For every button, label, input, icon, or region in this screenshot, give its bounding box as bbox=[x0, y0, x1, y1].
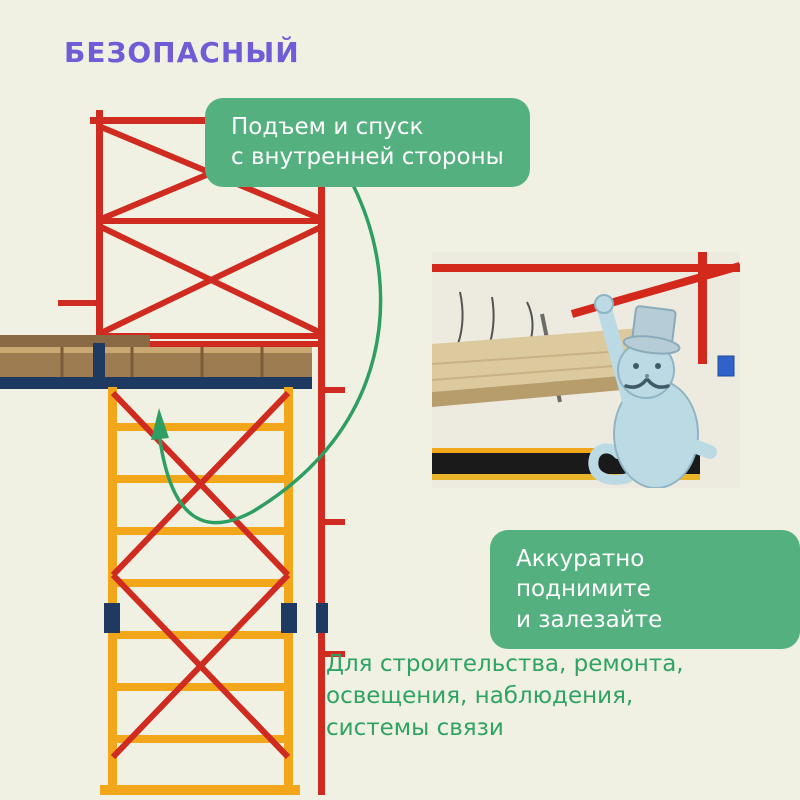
caption-line2: освещения, наблюдения, bbox=[326, 683, 634, 710]
cat-character bbox=[588, 294, 717, 488]
callout-lift-line2: и залезайте bbox=[516, 606, 663, 633]
callout-lift-line1: Аккуратно поднимите bbox=[516, 546, 651, 603]
page-title: БЕЗОПАСНЫЙ bbox=[64, 36, 300, 69]
cat-resting-paw bbox=[671, 433, 717, 459]
scaffold-tower-photo bbox=[0, 110, 345, 795]
clamp bbox=[717, 355, 735, 377]
callout-climb: Подъем и спуск с внутренней стороны bbox=[205, 98, 530, 187]
cat-tail bbox=[588, 443, 633, 485]
callout-lift: Аккуратно поднимите и залезайте bbox=[490, 530, 800, 650]
caption-line1: Для строительства, ремонта, bbox=[326, 651, 684, 677]
scaffold-ladder bbox=[100, 387, 345, 795]
caption-uses: Для строительства, ремонта, освещения, н… bbox=[326, 648, 684, 745]
top-hat bbox=[622, 305, 681, 355]
scaffold-top-frame bbox=[58, 110, 342, 795]
caption-line3: системы связи bbox=[326, 715, 504, 742]
cat-face bbox=[624, 363, 670, 389]
cat-paw bbox=[594, 294, 614, 314]
callout-climb-line2: с внутренней стороны bbox=[231, 144, 504, 171]
scaffold-platform bbox=[0, 335, 322, 389]
platform-closeup-photo bbox=[432, 252, 740, 488]
callout-climb-line1: Подъем и спуск bbox=[231, 114, 424, 140]
